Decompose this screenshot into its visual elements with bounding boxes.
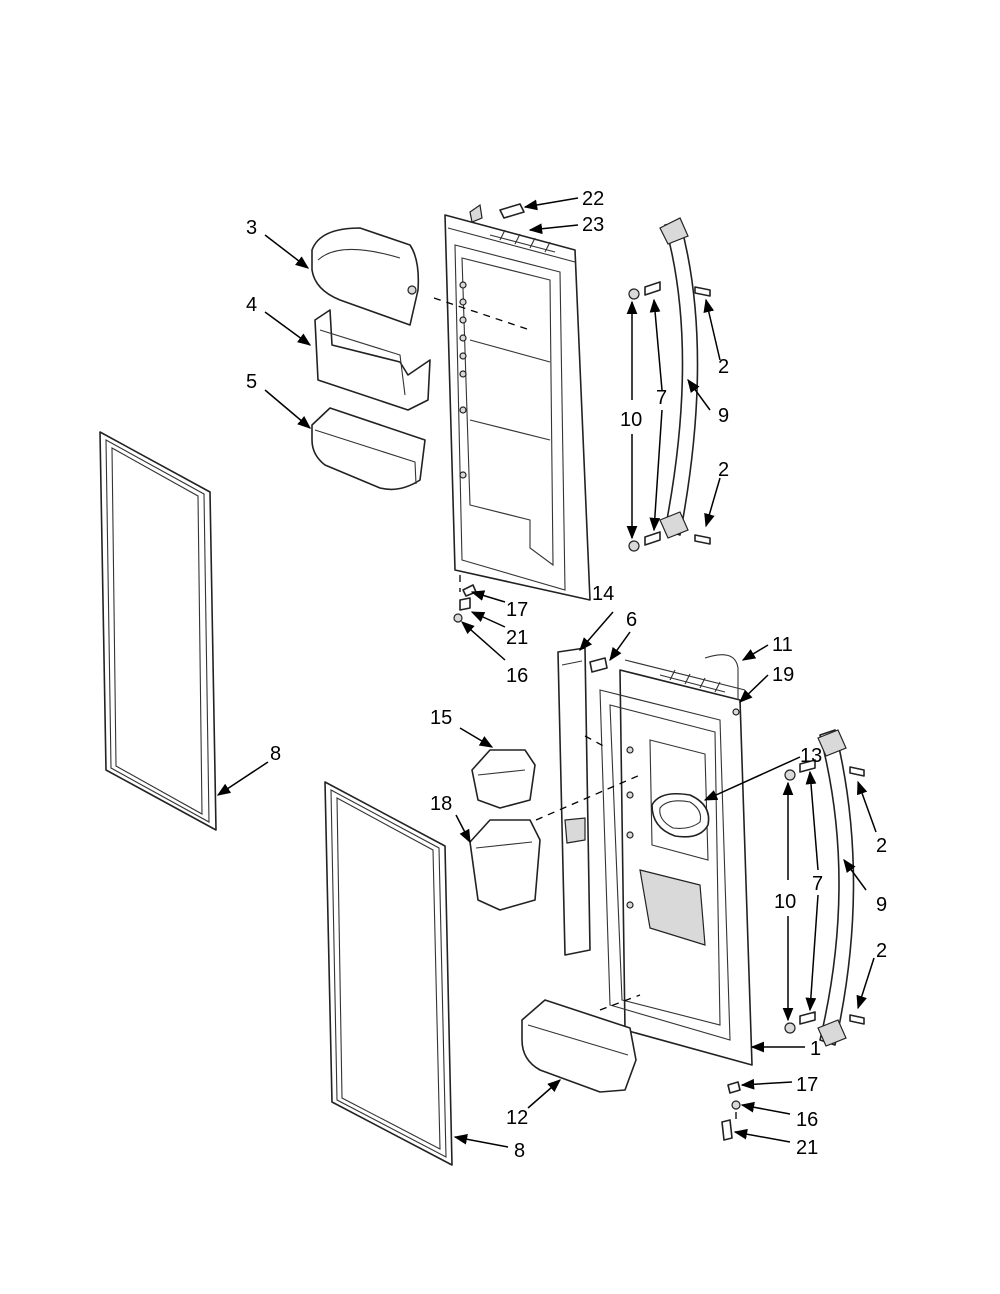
right-door-liner bbox=[599, 659, 753, 1066]
callout-12: 12 bbox=[506, 1107, 528, 1129]
dairy-bin-4 bbox=[314, 309, 431, 411]
door-handle-lower bbox=[817, 729, 855, 1047]
callout-10: 10 bbox=[620, 409, 642, 431]
shelf-peg-holes bbox=[459, 281, 467, 479]
alignment-lines bbox=[433, 297, 737, 1120]
fasteners bbox=[453, 281, 865, 1141]
leader-lines bbox=[216, 197, 877, 1148]
door-gasket-lower bbox=[324, 781, 453, 1166]
callout-1: 1 bbox=[810, 1038, 821, 1060]
callout-3: 3 bbox=[246, 217, 257, 239]
dispenser-chute-13 bbox=[651, 792, 710, 838]
callout-9: 9 bbox=[876, 894, 887, 916]
callout-10: 10 bbox=[774, 891, 796, 913]
callout-22: 22 bbox=[582, 188, 604, 210]
callout-2: 2 bbox=[718, 356, 729, 378]
callout-2: 2 bbox=[718, 459, 729, 481]
callout-8: 8 bbox=[514, 1140, 525, 1162]
callout-19: 19 bbox=[772, 664, 794, 686]
bin-15 bbox=[471, 749, 536, 809]
callout-7: 7 bbox=[656, 387, 667, 409]
callout-9: 9 bbox=[718, 405, 729, 427]
callout-7: 7 bbox=[812, 873, 823, 895]
callout-16: 16 bbox=[506, 665, 528, 687]
callout-23: 23 bbox=[582, 214, 604, 236]
bin-12 bbox=[521, 999, 637, 1093]
door-handle-upper bbox=[659, 217, 699, 539]
mullion-14 bbox=[557, 647, 591, 956]
callout-18: 18 bbox=[430, 793, 452, 815]
callout-labels: 1 2 2 2 2 3 4 5 6 7 7 8 8 9 9 10 10 11 1… bbox=[246, 188, 887, 1162]
dairy-door-cover-3 bbox=[311, 227, 420, 326]
callout-21: 21 bbox=[506, 627, 528, 649]
callout-17: 17 bbox=[796, 1074, 818, 1096]
callout-5: 5 bbox=[246, 371, 257, 393]
callout-21: 21 bbox=[796, 1137, 818, 1159]
callout-8: 8 bbox=[270, 743, 281, 765]
door-bin-5 bbox=[311, 407, 426, 491]
callout-15: 15 bbox=[430, 707, 452, 729]
callout-13: 13 bbox=[800, 745, 822, 767]
bin-18 bbox=[469, 819, 541, 911]
callout-4: 4 bbox=[246, 294, 257, 316]
callout-11: 11 bbox=[772, 634, 793, 656]
callout-14: 14 bbox=[592, 583, 614, 605]
cap-part-22 bbox=[499, 203, 525, 219]
callout-6: 6 bbox=[626, 609, 637, 631]
callout-16: 16 bbox=[796, 1109, 818, 1131]
callout-2: 2 bbox=[876, 835, 887, 857]
left-door-liner bbox=[444, 203, 591, 601]
callout-17: 17 bbox=[506, 599, 528, 621]
door-gasket-upper bbox=[99, 431, 217, 831]
callout-2: 2 bbox=[876, 940, 887, 962]
